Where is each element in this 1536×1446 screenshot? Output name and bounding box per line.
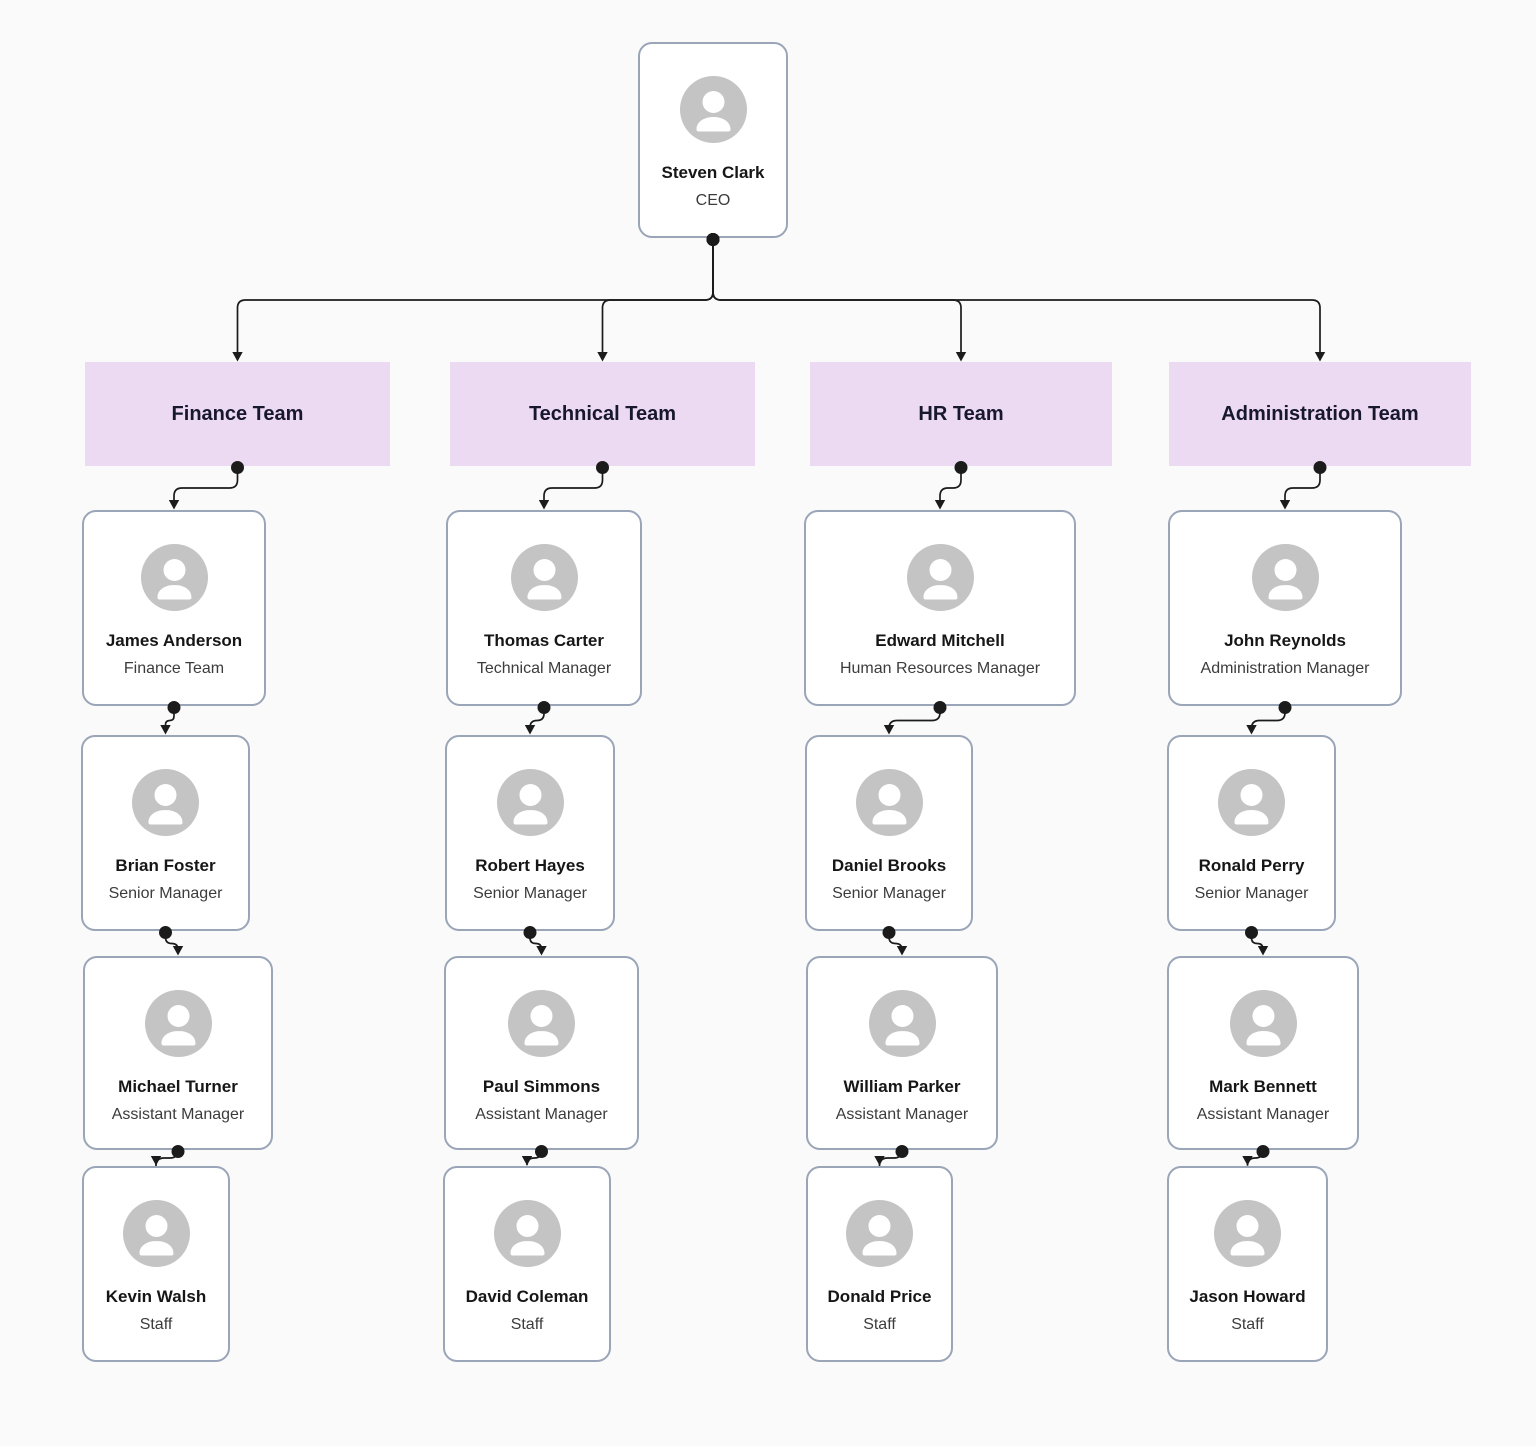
person-title: Senior Manager (473, 884, 587, 902)
person-name: David Coleman (465, 1287, 589, 1306)
avatar (855, 769, 923, 836)
person-icon (510, 1215, 544, 1256)
person-card-david-coleman[interactable]: David Coleman Staff (443, 1166, 611, 1362)
avatar (510, 544, 578, 611)
avatar (508, 990, 575, 1057)
person-icon (885, 1005, 919, 1046)
person-title: Senior Manager (108, 884, 223, 902)
team-header-hr[interactable]: HR Team (810, 362, 1112, 466)
person-name: Ronald Perry (1198, 856, 1305, 875)
team-header-label: HR Team (918, 402, 1004, 425)
person-name: Kevin Walsh (105, 1287, 207, 1306)
person-icon (161, 1005, 195, 1046)
avatar (122, 1200, 190, 1267)
person-name: Robert Hayes (475, 856, 585, 875)
person-title: Technical Manager (476, 659, 612, 677)
person-name: Donald Price (827, 1287, 932, 1306)
person-card-daniel-brooks[interactable]: Daniel Brooks Senior Manager (805, 735, 973, 931)
person-card-john-reynolds[interactable]: John Reynolds Administration Manager (1168, 510, 1402, 706)
person-title: Assistant Manager (475, 1105, 608, 1123)
person-icon (862, 1215, 897, 1256)
person-icon (527, 559, 561, 600)
person-title: CEO (695, 191, 731, 209)
person-card-thomas-carter[interactable]: Thomas Carter Technical Manager (446, 510, 642, 706)
person-name: John Reynolds (1224, 631, 1346, 650)
avatar (496, 769, 564, 836)
person-title: Senior Manager (1194, 884, 1309, 902)
person-title: Staff (139, 1315, 173, 1333)
avatar (144, 990, 212, 1057)
person-icon (148, 784, 183, 825)
team-header-finance[interactable]: Finance Team (85, 362, 390, 466)
person-card-brian-foster[interactable]: Brian Foster Senior Manager (81, 735, 250, 931)
person-icon (139, 1215, 173, 1256)
avatar (493, 1200, 561, 1267)
person-name: James Anderson (105, 631, 243, 650)
person-title: Assistant Manager (111, 1105, 245, 1123)
avatar (140, 544, 208, 611)
avatar (1218, 769, 1285, 836)
person-icon (923, 559, 957, 600)
avatar (132, 769, 199, 836)
person-icon (872, 784, 906, 825)
avatar (679, 76, 747, 143)
person-name: Brian Foster (115, 856, 216, 875)
person-card-paul-simmons[interactable]: Paul Simmons Assistant Manager (444, 956, 639, 1150)
person-icon (157, 559, 191, 600)
team-header-label: Administration Team (1221, 402, 1419, 425)
avatar (906, 544, 974, 611)
person-title: Human Resources Manager (839, 659, 1041, 677)
team-header-label: Finance Team (171, 402, 304, 425)
person-card-william-parker[interactable]: William Parker Assistant Manager (806, 956, 998, 1150)
person-icon (513, 784, 547, 825)
person-card-edward-mitchell[interactable]: Edward Mitchell Human Resources Manager (804, 510, 1076, 706)
avatar (1229, 990, 1297, 1057)
ceo-card[interactable]: Steven Clark CEO (638, 42, 788, 238)
team-header-technical[interactable]: Technical Team (450, 362, 755, 466)
person-card-robert-hayes[interactable]: Robert Hayes Senior Manager (445, 735, 615, 931)
person-title: Administration Manager (1200, 659, 1370, 677)
person-name: Edward Mitchell (875, 631, 1005, 650)
person-name: Mark Bennett (1209, 1077, 1317, 1096)
person-card-donald-price[interactable]: Donald Price Staff (806, 1166, 953, 1362)
person-card-kevin-walsh[interactable]: Kevin Walsh Staff (82, 1166, 230, 1362)
person-card-michael-turner[interactable]: Michael Turner Assistant Manager (83, 956, 273, 1150)
person-icon (696, 91, 730, 132)
person-name: Thomas Carter (484, 631, 604, 650)
person-title: Staff (1231, 1315, 1264, 1333)
person-icon (1230, 1215, 1265, 1256)
person-card-james-anderson[interactable]: James Anderson Finance Team (82, 510, 266, 706)
person-title: Staff (863, 1315, 896, 1333)
person-name: Michael Turner (118, 1077, 238, 1096)
person-title: Assistant Manager (835, 1105, 969, 1123)
team-header-administration[interactable]: Administration Team (1169, 362, 1471, 466)
person-card-ronald-perry[interactable]: Ronald Perry Senior Manager (1167, 735, 1336, 931)
person-name: Paul Simmons (482, 1077, 601, 1096)
avatar (1251, 544, 1319, 611)
avatar (868, 990, 936, 1057)
person-name: Jason Howard (1189, 1287, 1306, 1306)
avatar (1214, 1200, 1281, 1267)
team-header-label: Technical Team (528, 402, 677, 425)
person-card-jason-howard[interactable]: Jason Howard Staff (1167, 1166, 1328, 1362)
person-icon (524, 1005, 559, 1046)
person-name: William Parker (843, 1077, 961, 1096)
person-name: Daniel Brooks (831, 856, 947, 875)
person-icon (1246, 1005, 1280, 1046)
person-name: Steven Clark (661, 163, 765, 182)
person-title: Staff (510, 1315, 544, 1333)
person-title: Assistant Manager (1196, 1105, 1330, 1123)
person-title: Finance Team (123, 659, 225, 677)
person-icon (1234, 784, 1269, 825)
person-title: Senior Manager (832, 884, 946, 902)
person-icon (1268, 559, 1302, 600)
person-card-mark-bennett[interactable]: Mark Bennett Assistant Manager (1167, 956, 1359, 1150)
avatar (846, 1200, 913, 1267)
